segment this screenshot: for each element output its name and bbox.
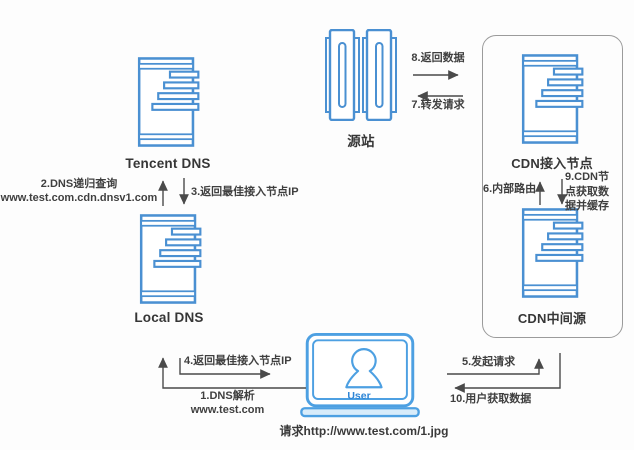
step3-return-best-node-ip-label: 3.返回最佳接入节点IP: [191, 186, 299, 198]
step10-user-get-data-label: 10.用户获取数据: [450, 393, 532, 405]
cdn-cluster-container: [482, 35, 623, 338]
step8-return-data-label: 8.返回数据: [411, 52, 465, 64]
step9-cdn-fetch-cache-label: 9.CDN节 点获取数 据并缓存: [565, 171, 610, 212]
cdn-mid-source-server-icon: [521, 208, 585, 298]
local-dns-label: Local DNS: [134, 310, 204, 325]
tencent-dns-server-icon: [137, 57, 201, 147]
origin-site-database-icon: [325, 29, 397, 121]
user-avatar-label: User: [347, 390, 371, 402]
cdn-mid-source-label: CDN中间源: [517, 311, 587, 326]
step4-return-best-node-ip-label: 4.返回最佳接入节点IP: [184, 355, 292, 367]
step1-dns-resolve-label: 1.DNS解析 www.test.com: [190, 390, 265, 416]
origin-site-label: 源站: [347, 134, 375, 149]
local-dns-server-icon: [139, 214, 203, 304]
step7-forward-request-label: 7.转发请求: [411, 99, 465, 111]
tencent-dns-label: Tencent DNS: [125, 156, 211, 171]
step6-internal-routing-label: 6.内部路由: [483, 183, 537, 195]
user-laptop-icon: [298, 333, 422, 419]
step1-dns-recursive-query-label: 2.DNS递归查询 www.test.com.cdn.dnsv1.com: [0, 178, 158, 204]
cdn-access-node-label: CDN接入节点: [511, 156, 593, 171]
cdn-access-node-server-icon: [521, 54, 585, 144]
step5-initiate-request-label: 5.发起请求: [462, 356, 516, 368]
request-url-label: 请求http://www.test.com/1.jpg: [279, 424, 449, 438]
